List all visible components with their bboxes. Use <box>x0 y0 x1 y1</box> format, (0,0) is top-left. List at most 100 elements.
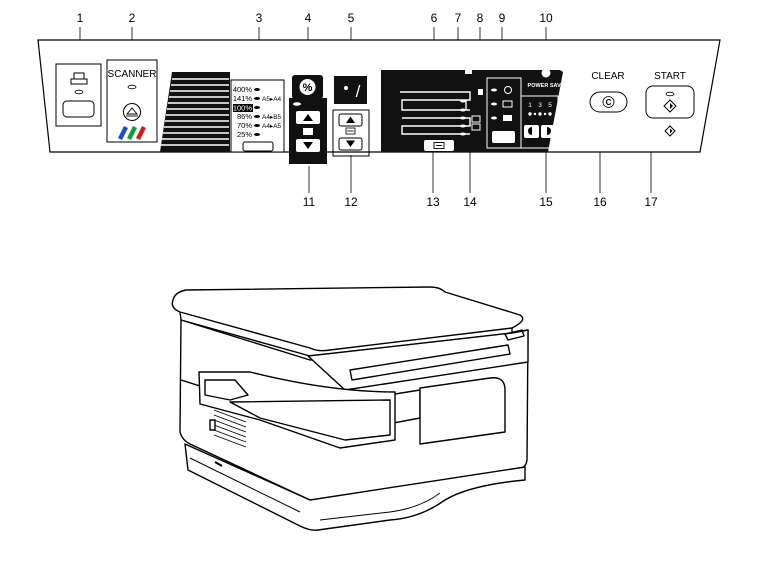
callout-numbers-top: 1 2 3 4 5 6 7 8 9 10 <box>77 11 553 25</box>
clear-label: CLEAR <box>591 71 624 82</box>
zoom-indicator-lamp <box>293 102 301 106</box>
copy-quantity-up-arrow-icon <box>346 116 355 123</box>
power-save-label: POWER SAVE <box>528 83 565 89</box>
zoom-up-arrow-icon <box>303 114 313 121</box>
callout-5: 5 <box>348 11 355 25</box>
copy-ratio-display: 400% 141% 100% 86% 70% 25% A5▸A4 A4▸B5 A… <box>230 79 285 153</box>
ready-icon <box>504 86 512 94</box>
indicator-lamp-2 <box>491 102 497 106</box>
ratio-lamps <box>254 88 260 136</box>
callout-15: 15 <box>539 195 553 209</box>
ratio-141: 141% <box>233 94 253 103</box>
misfeed-indicator <box>465 69 472 74</box>
tray-select-indicator-icon <box>471 115 481 131</box>
copy-quantity-group: / <box>332 76 370 157</box>
document-cover <box>171 286 524 352</box>
exposure-mark-5: 5 <box>548 102 552 109</box>
ratio-70: 70% <box>237 121 252 130</box>
printer-icon <box>70 72 88 85</box>
operation-panel: SCANNER <box>37 39 721 164</box>
power-save-icon <box>541 68 551 78</box>
document-icon <box>503 115 512 121</box>
display-dot-icon <box>344 86 348 90</box>
callout-4: 4 <box>305 11 312 25</box>
copier-illustration <box>171 286 529 531</box>
exposure-mark-1: 1 <box>528 102 532 109</box>
start-group: START <box>645 71 695 137</box>
scan-triangle-icon <box>126 107 138 117</box>
callout-8: 8 <box>477 11 484 25</box>
start-key[interactable] <box>645 85 695 119</box>
ratio-86: 86% <box>237 112 252 121</box>
zoom-key-circle <box>299 79 316 95</box>
ratio-25: 25% <box>237 130 252 139</box>
exposure-level-lamps <box>528 112 552 116</box>
darker-icon <box>547 127 551 135</box>
data-icon <box>502 100 513 108</box>
paper-path-lamps <box>460 99 466 136</box>
copy-quantity-down-arrow-icon <box>346 140 355 147</box>
callout-14: 14 <box>463 195 477 209</box>
scanner-key[interactable] <box>123 103 141 121</box>
indicator-lamp-3 <box>491 116 497 120</box>
callout-16: 16 <box>593 195 607 209</box>
callout-1: 1 <box>77 11 84 25</box>
ratio-100: 100% <box>233 104 253 113</box>
paper-size-a4-a5: A4▸A5 <box>262 123 282 130</box>
scanner-indicator-lamp <box>127 84 137 90</box>
callout-numbers-bottom: 11 12 13 14 15 16 17 <box>303 195 658 209</box>
zoom-display-icon <box>303 128 313 135</box>
callout-2: 2 <box>129 11 136 25</box>
paper-size-a5-a4: A5▸A4 <box>262 96 282 103</box>
power-save-group: POWER SAVE <box>528 68 565 89</box>
callout-6: 6 <box>431 11 438 25</box>
indicator-lamp-1 <box>491 88 497 92</box>
copy-counter-digit: / <box>356 82 361 101</box>
ratio-100-highlight <box>233 104 253 112</box>
side-latch <box>209 419 216 431</box>
paper-feed-icon <box>345 127 356 135</box>
callout-17: 17 <box>644 195 658 209</box>
start-indicator-lamp <box>665 91 675 97</box>
callout-12: 12 <box>344 195 358 209</box>
online-key[interactable] <box>62 100 95 118</box>
zoom-group: % <box>289 75 327 164</box>
callout-9: 9 <box>499 11 506 25</box>
toner-indicator <box>478 89 483 95</box>
zoom-down-arrow-icon <box>303 142 313 149</box>
start-label: START <box>654 71 686 82</box>
paper-path-diagram <box>400 91 471 135</box>
paper-size-a4-b5: A4▸B5 <box>262 114 282 121</box>
exposure-group: 1 3 5 <box>520 95 559 149</box>
online-indicator-lamp <box>74 89 84 95</box>
ratio-400: 400% <box>233 85 253 94</box>
callout-3: 3 <box>256 11 263 25</box>
side-vents <box>213 409 247 448</box>
clear-key-letter: C <box>606 98 612 107</box>
exposure-mark-3: 3 <box>538 102 542 109</box>
color-pens-icon <box>118 126 146 140</box>
copy-quantity-frame <box>332 109 370 157</box>
lighter-icon <box>528 127 532 135</box>
start-diamond-icon-below <box>664 125 676 137</box>
copy-quantity-display <box>334 76 367 104</box>
panel-black-band-right: 1 3 5 <box>381 69 563 152</box>
mode-select-key[interactable] <box>492 131 515 143</box>
zoom-percent-symbol: % <box>303 82 313 94</box>
paper-tray <box>184 443 526 531</box>
start-diamond-icon <box>663 99 677 113</box>
copy-ratio-selector-key[interactable] <box>242 141 274 152</box>
callout-7: 7 <box>455 11 462 25</box>
callout-13: 13 <box>426 195 440 209</box>
clear-key-circle <box>602 96 615 108</box>
print-indicator-group <box>55 63 102 127</box>
panel-black-band-left <box>160 72 230 152</box>
callout-10: 10 <box>539 11 553 25</box>
clear-group: CLEAR C <box>589 71 628 113</box>
scanner-label: SCANNER <box>108 69 157 80</box>
scanner-group: SCANNER <box>106 59 158 143</box>
front-operation-panel <box>307 329 529 391</box>
callout-11: 11 <box>303 195 316 209</box>
tray-select-icon <box>433 142 445 149</box>
